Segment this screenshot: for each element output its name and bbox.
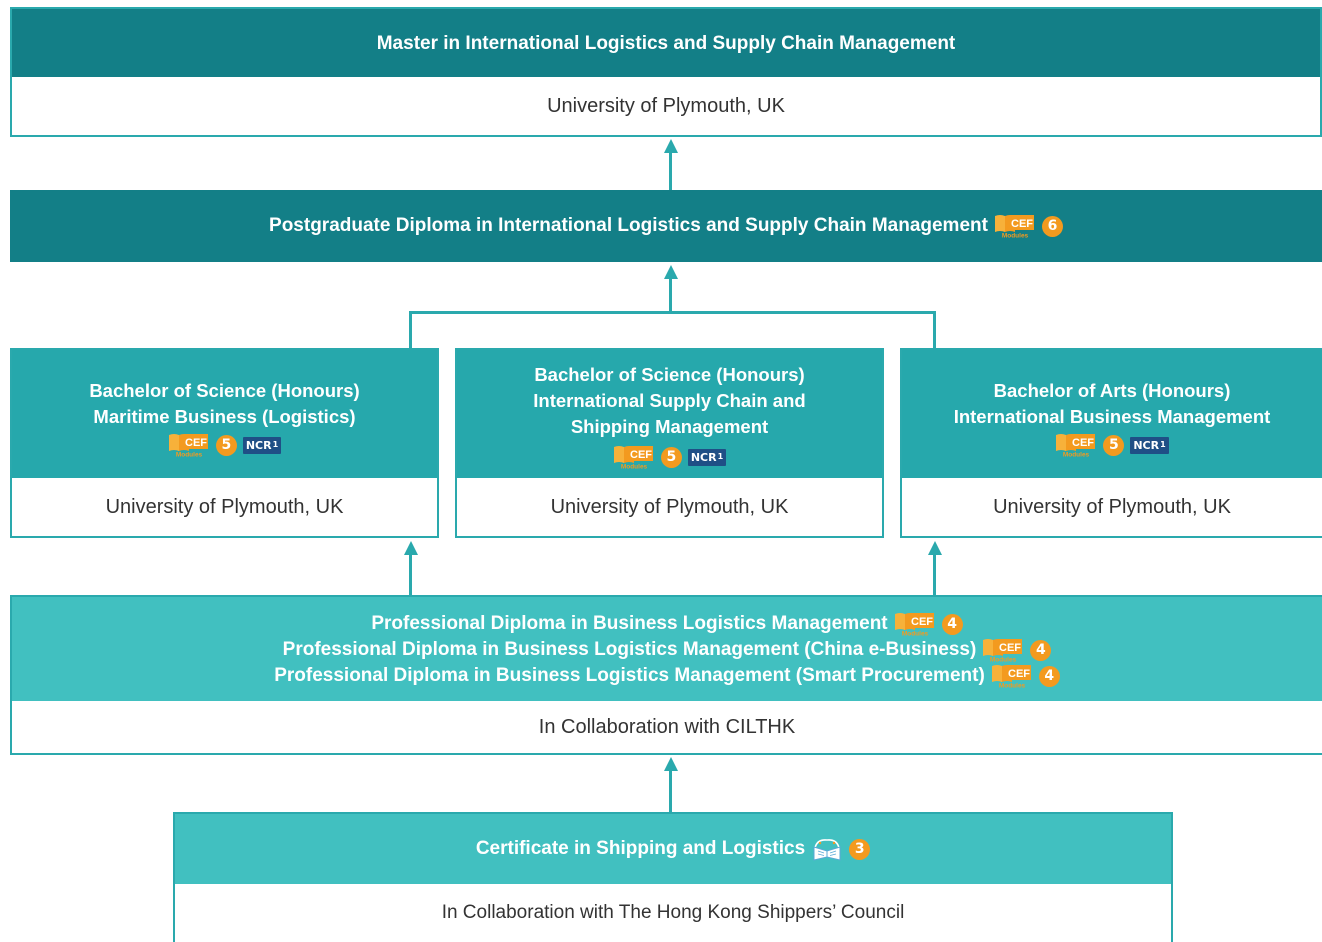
bachelor-line2: International Business Management (953, 406, 1271, 427)
pgd-box: Postgraduate Diploma in International Lo… (10, 190, 1322, 262)
cef-modules-icon (982, 637, 1024, 663)
connector-line (409, 553, 412, 595)
bachelor-line2: Maritime Business (Logistics) (93, 406, 356, 427)
bachelor-box-supply-chain: Bachelor of Science (Honours) Internatio… (455, 348, 884, 538)
bachelor-header: Bachelor of Arts (Honours) International… (902, 350, 1322, 480)
bachelor-header: Bachelor of Science (Honours) Maritime B… (12, 350, 437, 480)
professional-provider: In Collaboration with CILTHK (12, 701, 1322, 753)
cef-modules-icon (168, 432, 210, 458)
bachelor-provider: University of Plymouth, UK (457, 478, 882, 536)
professional-title: Professional Diploma in Business Logisti… (282, 639, 977, 660)
cef-modules-icon (613, 444, 655, 470)
bachelor-box-maritime: Bachelor of Science (Honours) Maritime B… (10, 348, 439, 538)
bachelor-line1: Bachelor of Science (Honours) (89, 380, 360, 401)
professional-title: Professional Diploma in Business Logisti… (274, 665, 985, 686)
qf-level-badge: 5 (1103, 434, 1125, 456)
connector-line (669, 278, 672, 313)
cef-modules-icon (894, 611, 936, 637)
bachelor-line1: Bachelor of Arts (Honours) (993, 380, 1231, 401)
qf-level-badge: 5 (660, 446, 682, 468)
qf-level-badge: 4 (1030, 639, 1052, 661)
cef-modules-icon (994, 213, 1036, 239)
qf-level-badge: 6 (1041, 215, 1063, 237)
qualifications-framework-icon (813, 839, 841, 861)
pgd-header: Postgraduate Diploma in International Lo… (10, 190, 1322, 262)
bachelor-provider: University of Plymouth, UK (902, 478, 1322, 536)
professional-box: Professional Diploma in Business Logisti… (10, 595, 1322, 755)
certificate-header: Certificate in Shipping and Logistics 3 (175, 814, 1171, 884)
certificate-box: Certificate in Shipping and Logistics 3 … (173, 812, 1173, 942)
connector-line (669, 770, 672, 812)
arrow-up-icon (928, 541, 942, 555)
bachelor-box-business: Bachelor of Arts (Honours) International… (900, 348, 1322, 538)
bachelor-line1: Bachelor of Science (Honours) (534, 364, 805, 385)
master-title: Master in International Logistics and Su… (376, 33, 956, 54)
qf-level-badge: 5 (215, 434, 237, 456)
arrow-up-icon (664, 265, 678, 279)
connector-line (933, 311, 936, 348)
connector-line (409, 311, 936, 314)
bachelor-provider: University of Plymouth, UK (12, 478, 437, 536)
arrow-up-icon (664, 139, 678, 153)
certificate-provider: In Collaboration with The Hong Kong Ship… (175, 884, 1171, 942)
certificate-title: Certificate in Shipping and Logistics (475, 838, 806, 859)
arrow-up-icon (404, 541, 418, 555)
bachelor-header: Bachelor of Science (Honours) Internatio… (457, 350, 882, 480)
qf-level-badge: 3 (849, 838, 871, 860)
arrow-up-icon (664, 757, 678, 771)
master-header: Master in International Logistics and Su… (12, 9, 1320, 79)
master-box: Master in International Logistics and Su… (10, 7, 1322, 137)
qf-level-badge: 4 (941, 613, 963, 635)
professional-title: Professional Diploma in Business Logisti… (371, 613, 888, 634)
connector-line (409, 311, 412, 348)
bachelor-line3: Shipping Management (570, 416, 769, 437)
connector-line (933, 553, 936, 595)
cef-modules-icon (991, 663, 1033, 689)
cef-modules-icon (1055, 432, 1097, 458)
professional-header: Professional Diploma in Business Logisti… (12, 597, 1322, 701)
master-provider: University of Plymouth, UK (12, 77, 1320, 135)
qf-level-badge: 4 (1038, 665, 1060, 687)
bachelor-line2: International Supply Chain and (533, 390, 806, 411)
connector-line (669, 150, 672, 190)
pgd-title: Postgraduate Diploma in International Lo… (269, 215, 988, 236)
